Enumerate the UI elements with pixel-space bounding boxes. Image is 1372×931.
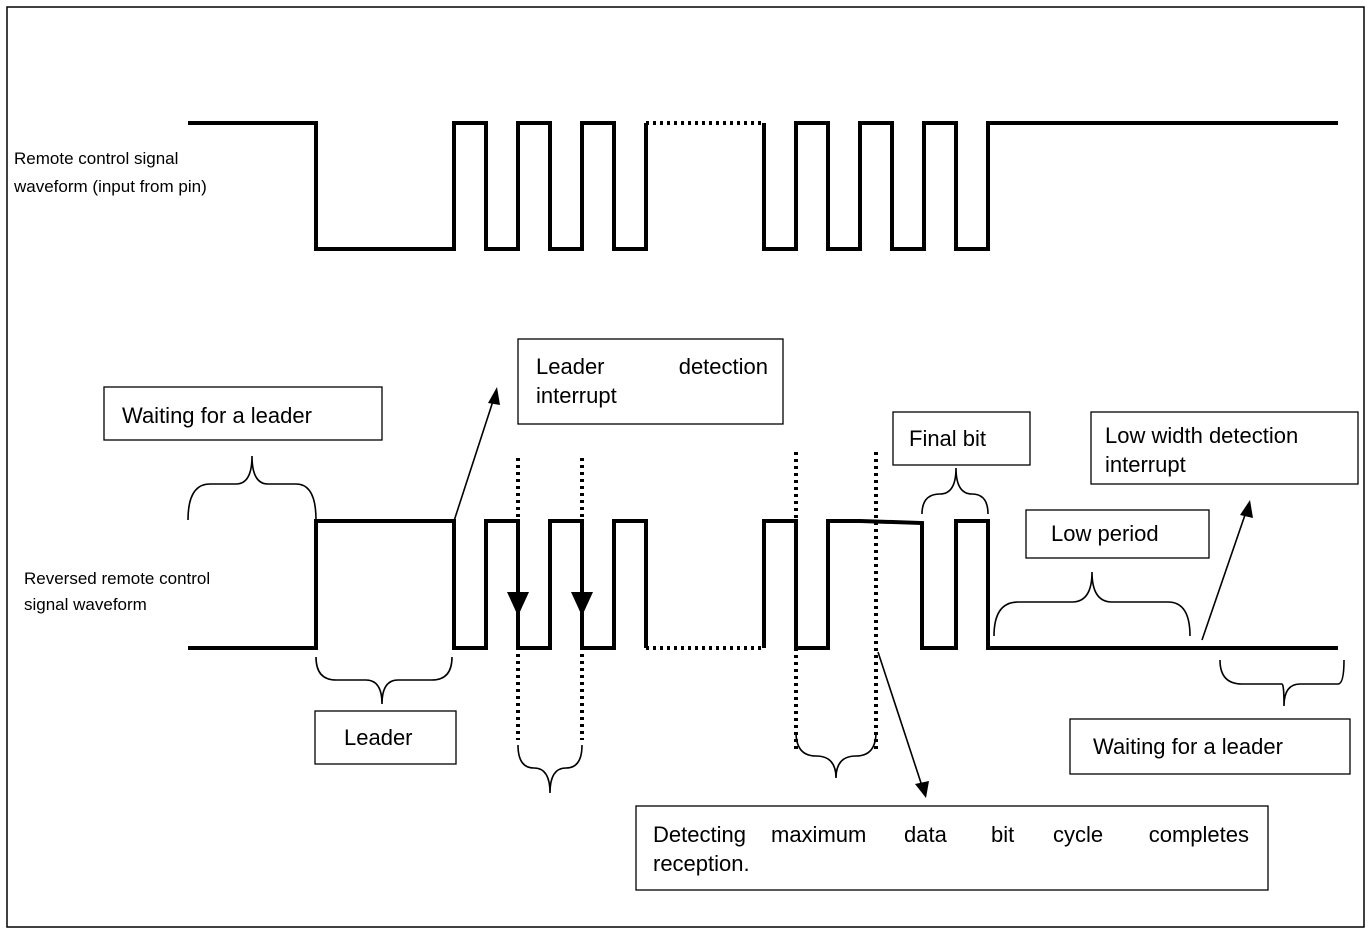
reversed-waveform-first-part — [188, 519, 648, 650]
max-cycle-arrow-line — [877, 651, 923, 787]
input-waveform-second-part — [762, 121, 1338, 251]
max-cycle-word-3: data — [904, 822, 948, 847]
low-width-box — [1090, 411, 1359, 485]
sample-arrow-down-2 — [571, 592, 593, 616]
low-period-box — [1025, 509, 1210, 559]
leader-interrupt-arrowhead — [488, 387, 500, 405]
max-cycle-box — [635, 805, 1269, 891]
diagram-frame — [6, 6, 1365, 928]
reversed-signal-label-line2: signal waveform — [24, 595, 147, 614]
final-bit-box — [892, 411, 1031, 466]
leader-detection-line2: interrupt — [536, 383, 617, 408]
max-cycle-word-1: Detecting — [653, 822, 746, 847]
brace-final-bit — [921, 467, 989, 515]
brace-data-bit-last — [795, 731, 877, 779]
input-waveform-first-part — [188, 121, 648, 251]
leader-detection-box — [517, 338, 784, 425]
max-cycle-word-5: cycle — [1053, 822, 1103, 847]
reversed-waveform-second-part — [762, 519, 1338, 650]
low-period-label: Low period — [1051, 521, 1159, 546]
leader-interrupt-arrow-line — [453, 397, 495, 522]
max-cycle-word-2: maximum — [771, 822, 866, 847]
max-cycle-word-4: bit — [991, 822, 1014, 847]
brace-leader — [315, 656, 453, 705]
leader-label: Leader — [344, 725, 413, 750]
waiting-leader-right-box — [1069, 718, 1351, 775]
brace-waiting-left — [187, 455, 317, 521]
brace-waiting-right — [1219, 659, 1345, 707]
waiting-leader-left-box — [103, 386, 383, 441]
input-signal-label-line2: waveform (input from pin) — [13, 177, 207, 196]
sample-arrow-down-1 — [507, 592, 529, 616]
max-cycle-line2: reception. — [653, 851, 750, 876]
max-cycle-word-6: completes — [1149, 822, 1249, 847]
input-signal-label-line1: Remote control signal — [14, 149, 178, 168]
waiting-leader-right-label: Waiting for a leader — [1093, 734, 1283, 759]
low-width-arrow-line — [1201, 511, 1247, 641]
leader-box — [314, 710, 457, 765]
low-width-line1: Low width detection — [1105, 423, 1298, 448]
waiting-leader-left-label: Waiting for a leader — [122, 403, 312, 428]
low-width-line2: interrupt — [1105, 452, 1186, 477]
low-width-arrowhead — [1240, 500, 1253, 518]
final-bit-label: Final bit — [909, 426, 986, 451]
leader-detection-word1: Leader — [536, 354, 605, 379]
brace-data-bit-first — [517, 744, 583, 794]
max-cycle-arrowhead — [915, 781, 929, 798]
reversed-signal-label-line1: Reversed remote control — [24, 569, 210, 588]
leader-detection-word2: detection — [679, 354, 768, 379]
brace-low-period — [993, 571, 1191, 637]
